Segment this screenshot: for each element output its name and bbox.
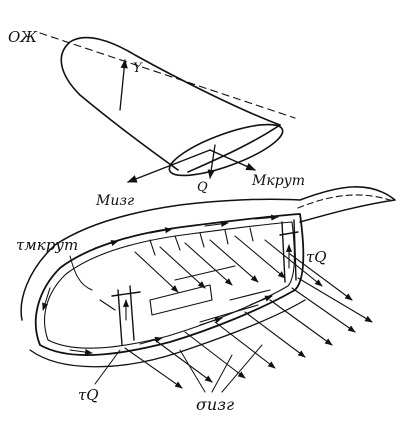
shear-stress-label-right: τQ (306, 248, 327, 266)
y-force-label: Y (133, 61, 143, 76)
y-force-arrow (119, 59, 128, 111)
torsion-shear-label: τмкрут (16, 236, 78, 254)
bending-stress-arrows (124, 235, 373, 389)
torsion-shear-leader (69, 255, 93, 291)
bending-stress-leaders (179, 344, 263, 393)
shear-stress-left-leader (94, 349, 121, 385)
bending-stress-label: σизг (196, 395, 234, 414)
interior-stringers (99, 227, 271, 323)
front-spar (111, 285, 141, 346)
trailing-dash (297, 194, 394, 209)
section-contour-inner (44, 221, 295, 349)
outer-skin (20, 186, 396, 321)
shear-force-arrow (207, 144, 216, 179)
shear-stress-label-left: τQ (78, 386, 99, 404)
section-contour (34, 213, 305, 356)
shear-force-label: Q (197, 180, 208, 195)
torque-arrow (209, 149, 256, 171)
wing-outline (60, 36, 284, 177)
elastic-axis-line (39, 32, 296, 119)
shear-flow-arrows (42, 214, 293, 356)
bending-moment-label: Mизг (95, 193, 134, 209)
elastic-axis-label: ОЖ (8, 28, 38, 46)
lower-skin-edge (29, 299, 306, 368)
bending-moment-arrow (127, 149, 211, 183)
torque-label: Mкрут (251, 173, 305, 189)
